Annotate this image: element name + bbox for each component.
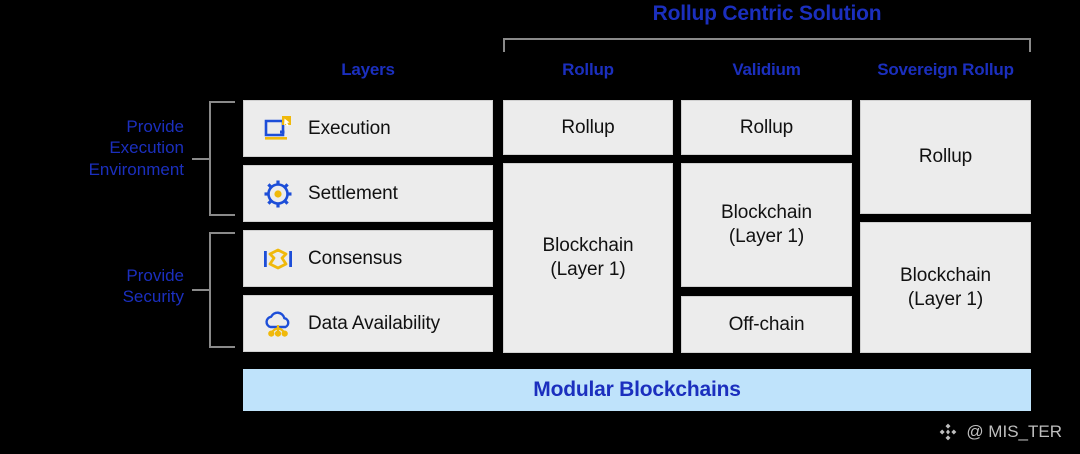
- execution-monitor-icon: [260, 111, 296, 147]
- layer-row-data-availability[interactable]: Data Availability: [243, 295, 493, 352]
- group-label-line-2: Execution: [109, 138, 184, 158]
- group-brace-security: [209, 232, 235, 348]
- group-connector-execution: [192, 158, 209, 160]
- group-label-line-3: Environment: [88, 159, 184, 179]
- binance-logo-icon: [938, 422, 958, 442]
- cell-line-1: Blockchain: [721, 202, 812, 224]
- cell-line-2: (Layer 1): [550, 259, 626, 280]
- layer-label: Data Availability: [308, 312, 441, 334]
- group-label-security: Provide Security: [30, 265, 184, 308]
- column-header-layers: Layers: [341, 60, 395, 79]
- cell-validium-blockchain[interactable]: Blockchain (Layer 1): [681, 163, 852, 287]
- cell-validium-offchain[interactable]: Off-chain: [681, 296, 852, 353]
- cell-sovereign-rollup[interactable]: Rollup: [860, 100, 1031, 214]
- group-label-line-1: Provide: [126, 266, 184, 285]
- solution-group-bracket: [503, 38, 1031, 52]
- cell-rollup-execution-settlement[interactable]: Rollup: [503, 100, 673, 155]
- column-header-rollup: Rollup: [562, 60, 614, 79]
- cell-line-1: Blockchain: [900, 264, 991, 286]
- column-header-sovereign: Sovereign Rollup: [877, 60, 1014, 79]
- layer-row-execution[interactable]: Execution: [243, 100, 493, 157]
- watermark: @ MIS_TER: [938, 422, 1062, 442]
- group-label-line-1: Provide: [126, 117, 184, 136]
- layer-label: Settlement: [308, 182, 398, 204]
- cell-rollup-blockchain[interactable]: Blockchain (Layer 1): [503, 163, 673, 353]
- layer-label: Consensus: [308, 247, 403, 269]
- watermark-handle: @ MIS_TER: [966, 422, 1062, 441]
- cell-line-2: (Layer 1): [728, 226, 805, 247]
- layer-row-consensus[interactable]: Consensus: [243, 230, 493, 287]
- group-label-execution-environment: Provide Execution Environment: [30, 116, 184, 180]
- layer-row-settlement[interactable]: Settlement: [243, 165, 493, 222]
- page-title: Rollup Centric Solution: [652, 2, 882, 25]
- column-header-validium: Validium: [732, 60, 801, 79]
- cloud-nodes-icon: [260, 306, 296, 342]
- cell-sovereign-blockchain[interactable]: Blockchain (Layer 1): [860, 222, 1031, 353]
- consensus-handshake-icon: [260, 241, 296, 277]
- cell-line-2: (Layer 1): [907, 288, 984, 310]
- gear-icon: [260, 176, 296, 212]
- cell-validium-rollup[interactable]: Rollup: [681, 100, 852, 155]
- group-label-line-2: Security: [122, 287, 184, 307]
- modular-blockchains-bar: Modular Blockchains: [243, 369, 1031, 411]
- cell-line-1: Blockchain: [542, 235, 634, 257]
- group-connector-security: [192, 289, 209, 291]
- group-brace-execution: [209, 101, 235, 216]
- layer-label: Execution: [308, 117, 391, 139]
